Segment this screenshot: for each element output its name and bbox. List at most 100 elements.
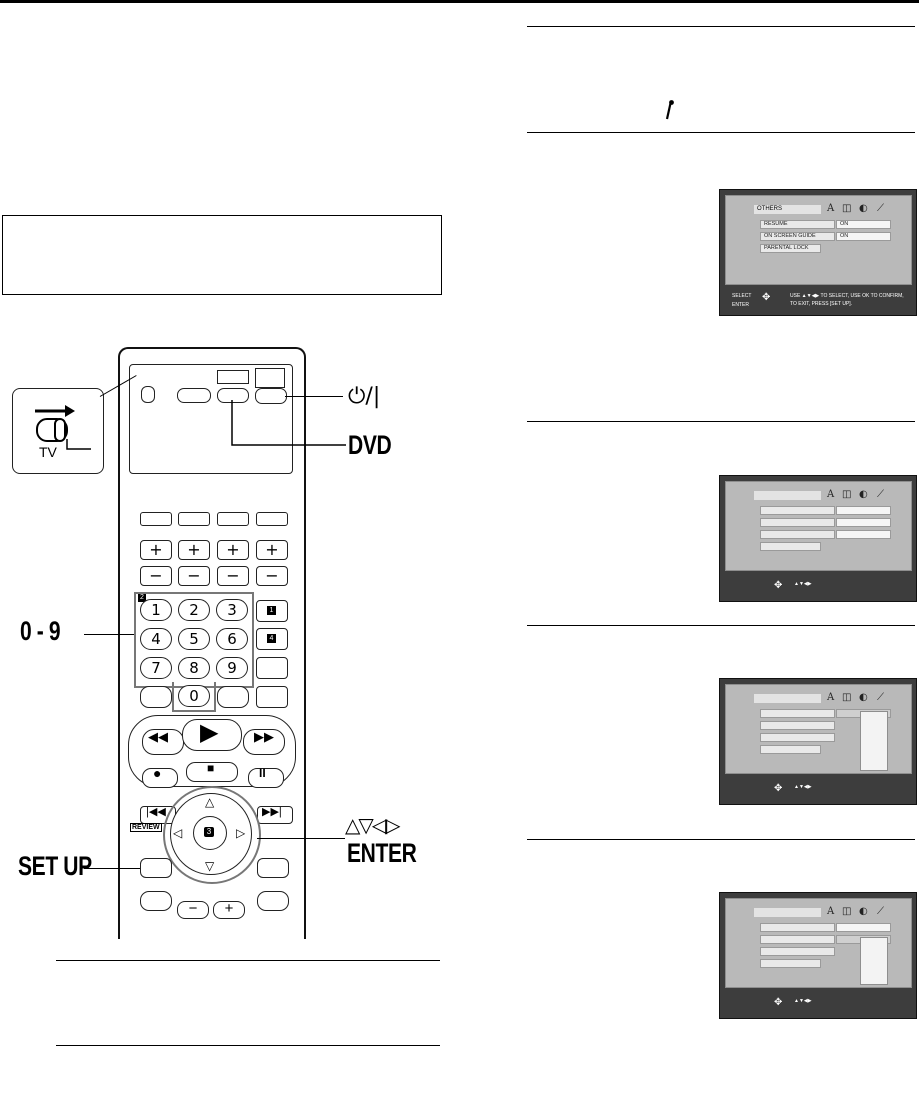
osd-row <box>760 506 835 515</box>
osd-row <box>760 959 821 968</box>
dpad-side-right-button[interactable] <box>257 858 289 878</box>
slider-arrow-icon <box>35 405 91 450</box>
num-key-8[interactable]: 8 <box>178 657 210 679</box>
osd-panel: A ◫ ◐ ⟋ <box>725 898 912 988</box>
osd-others-menu: OTHERS A ◫ ◐ ⟋ RESUME ON ON SCREEN GUIDE… <box>719 189 917 316</box>
arrows-label: △▽◁▷ <box>345 813 401 837</box>
num-key-9[interactable]: 9 <box>216 657 248 679</box>
plus-button[interactable]: + <box>217 540 249 560</box>
minus-button[interactable]: − <box>140 566 172 586</box>
top-small-button[interactable] <box>217 370 249 384</box>
open-close-button[interactable] <box>255 368 285 388</box>
bottom-center-minus-button[interactable]: − <box>177 901 209 919</box>
tv-dvd-slider[interactable] <box>141 386 155 403</box>
up-arrow-icon[interactable]: △ <box>205 795 215 809</box>
step-rule-left-2 <box>56 1045 440 1046</box>
osd-value-resume: ON <box>836 220 891 229</box>
osd-panel: A ◫ ◐ ⟋ <box>725 481 912 571</box>
plus-button[interactable]: + <box>178 540 210 560</box>
slider-tv-label: TV <box>39 444 57 460</box>
bottom-right-key-2[interactable] <box>256 686 288 708</box>
bottom-left-key[interactable] <box>140 686 172 708</box>
num-key-7[interactable]: 7 <box>140 657 172 679</box>
badge-3: 3 <box>204 827 214 837</box>
bottom-left-oval-button[interactable] <box>140 891 172 911</box>
osd-footer: ✥ ▲▼◀▶ <box>720 779 916 804</box>
osd-value <box>836 518 891 527</box>
osd-footer: SELECT ENTER ✥ USE ▲▼◀▶ TO SELECT, USE O… <box>720 290 916 315</box>
note-box <box>2 215 442 295</box>
step-rule-3 <box>527 421 915 422</box>
power-label: ⏻/| <box>348 384 381 409</box>
minus-button[interactable]: − <box>256 566 288 586</box>
num-key-3[interactable]: 3 <box>216 599 248 621</box>
num-key-1[interactable]: 1 <box>140 599 172 621</box>
record-button[interactable] <box>142 768 178 788</box>
step-rule-5 <box>527 839 915 840</box>
function-button-3[interactable] <box>217 512 249 526</box>
osd-dropdown-list <box>860 937 888 985</box>
play-button[interactable] <box>182 719 242 751</box>
osd-footer: ✥ ▲▼◀▶ <box>720 993 916 1018</box>
pause-button[interactable] <box>248 768 284 788</box>
rewind-icon: ◀◀ <box>148 729 168 744</box>
num-key-6[interactable]: 6 <box>216 628 248 650</box>
stop-button[interactable] <box>186 762 238 782</box>
osd-footer: ✥ ▲▼◀▶ <box>720 576 916 601</box>
plus-button[interactable]: + <box>140 540 172 560</box>
language-icon: A <box>827 692 835 703</box>
osd-panel: OTHERS A ◫ ◐ ⟋ RESUME ON ON SCREEN GUIDE… <box>725 195 912 285</box>
setup-button[interactable] <box>140 858 172 878</box>
function-button-2[interactable] <box>178 512 210 526</box>
side-key-4[interactable]: 4 <box>256 628 288 650</box>
osd-panel: A ◫ ◐ ⟋ <box>725 684 912 774</box>
osd-row-parental-lock: PARENTAL LOCK <box>760 244 821 253</box>
osd-tab <box>754 908 821 917</box>
num-key-5[interactable]: 5 <box>178 628 210 650</box>
rewind-button[interactable] <box>142 729 184 755</box>
wrench-tab-icon: ⟋ <box>877 203 884 214</box>
fast-forward-icon: ▶▶ <box>254 729 274 744</box>
fast-forward-button[interactable] <box>243 729 285 755</box>
num-key-4[interactable]: 4 <box>140 628 172 650</box>
function-button-4[interactable] <box>256 512 288 526</box>
wrench-tab-icon: ⟋ <box>877 692 884 703</box>
picture-icon: ◫ <box>842 203 852 214</box>
wrench-icon <box>658 99 678 121</box>
bottom-center-plus-button[interactable]: + <box>213 901 245 919</box>
osd-tab <box>754 694 821 703</box>
num-key-2[interactable]: 2 <box>178 599 210 621</box>
skip-back-icon: |◀◀ <box>146 806 166 818</box>
osd-hint-arrows: ▲▼◀▶ <box>794 784 812 790</box>
bottom-right-oval-button[interactable] <box>257 891 289 911</box>
play-icon: ▶ <box>200 719 219 746</box>
picture-icon: ◫ <box>842 489 852 500</box>
down-arrow-icon[interactable]: ▽ <box>205 859 215 873</box>
side-key-1[interactable]: 1 <box>256 600 288 622</box>
callout-line-numbers <box>84 634 134 635</box>
setup-label: SET UP <box>18 851 92 881</box>
side-key-3[interactable] <box>256 657 288 679</box>
cursor-icon: ✥ <box>774 783 783 794</box>
bottom-right-key-1[interactable] <box>217 686 249 708</box>
review-label: REVIEW <box>130 823 162 832</box>
osd-dropdown-list <box>860 711 888 771</box>
minus-button[interactable]: − <box>217 566 249 586</box>
osd-row <box>760 709 835 718</box>
dpad-ring <box>163 786 261 884</box>
minus-button[interactable]: − <box>178 566 210 586</box>
picture-icon: ◫ <box>842 906 852 917</box>
plus-button[interactable]: + <box>256 540 288 560</box>
right-arrow-icon[interactable]: ▷ <box>236 826 246 840</box>
osd-tab-others: OTHERS <box>754 205 821 214</box>
osd-row <box>760 923 835 932</box>
num-key-0[interactable]: 0 <box>178 685 210 707</box>
left-arrow-icon[interactable]: ◁ <box>173 826 183 840</box>
osd-screen-3: A ◫ ◐ ⟋ ✥ ▲▼◀▶ <box>719 678 917 805</box>
dvd-button[interactable] <box>217 388 249 403</box>
skip-forward-button[interactable] <box>257 806 293 824</box>
function-button-1[interactable] <box>140 512 172 526</box>
cursor-icon: ✥ <box>774 580 783 591</box>
badge-2: 2 <box>138 594 146 602</box>
tv-button[interactable] <box>177 388 211 403</box>
